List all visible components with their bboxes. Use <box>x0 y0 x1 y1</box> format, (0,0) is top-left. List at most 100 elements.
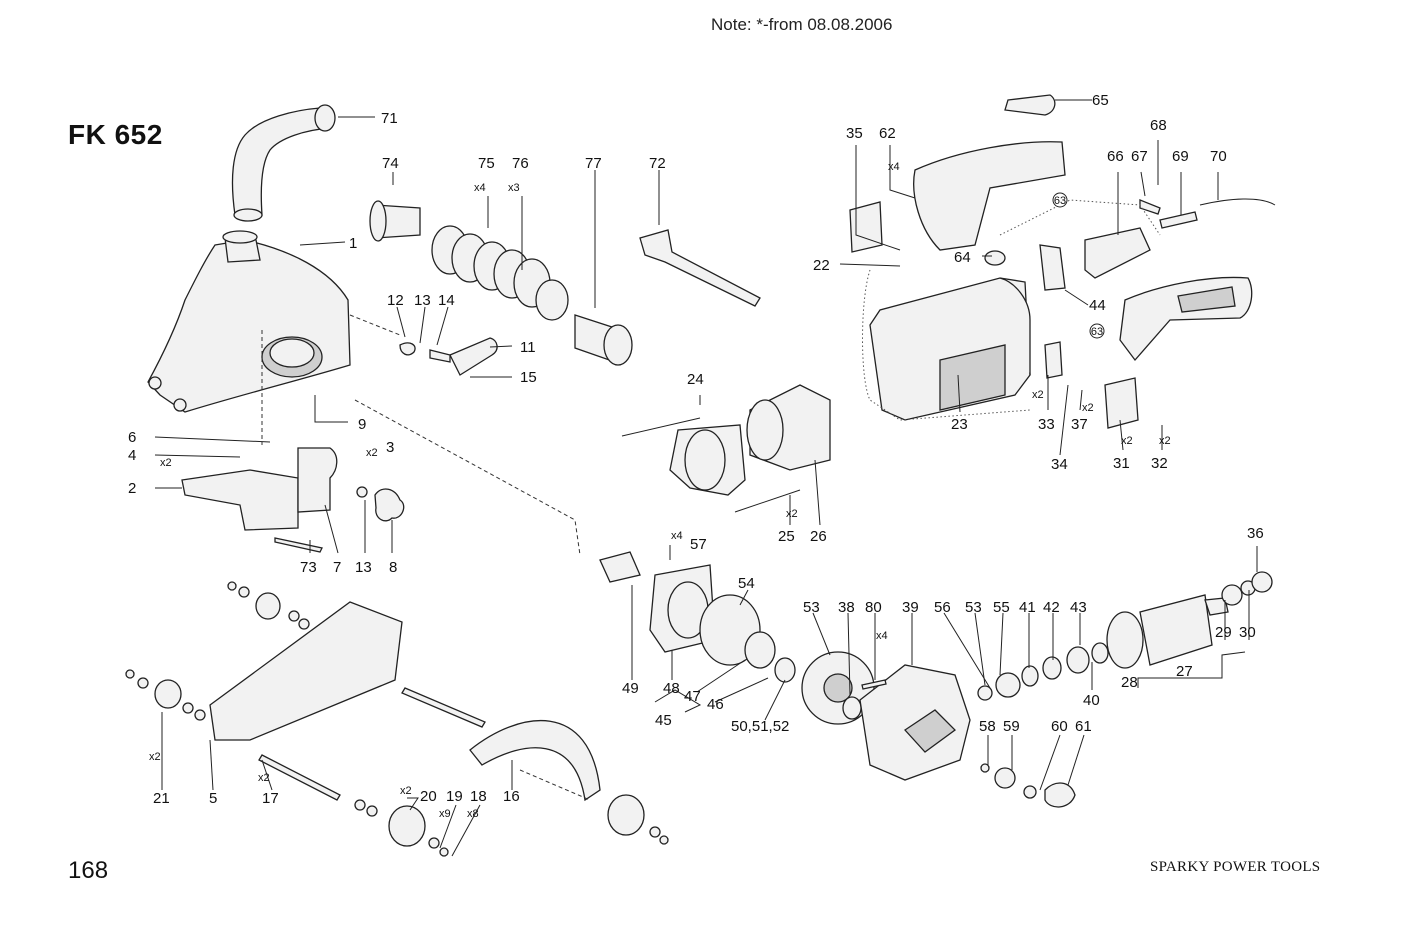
label-3: 3 <box>386 439 394 456</box>
label-77: 77 <box>585 155 602 172</box>
qty-4: x2 <box>160 457 172 469</box>
part-labels: 71 1 74 75 76 77 72 12 13 14 11 15 9 6 4… <box>128 92 1264 807</box>
hose-part <box>231 104 336 222</box>
qty-80: x4 <box>876 630 888 642</box>
qty-25: x2 <box>786 508 798 520</box>
qty-31: x2 <box>1121 435 1133 447</box>
label-37: 37 <box>1071 416 1088 433</box>
label-59: 59 <box>1003 718 1020 735</box>
stator-part <box>621 384 831 513</box>
label-41: 41 <box>1019 599 1036 616</box>
qty-20: x2 <box>400 785 412 797</box>
label-57: 57 <box>690 536 707 553</box>
svg-text:63: 63 <box>1054 195 1066 207</box>
label-9: 9 <box>358 416 366 433</box>
qty-3: x2 <box>366 447 378 459</box>
bearing-stack-part <box>369 200 633 366</box>
label-2: 2 <box>128 480 136 497</box>
label-28: 28 <box>1121 674 1138 691</box>
label-65: 65 <box>1092 92 1109 109</box>
label-12: 12 <box>387 292 404 309</box>
label-38: 38 <box>838 599 855 616</box>
gearbox-part <box>599 551 971 781</box>
label-20: 20 <box>420 788 437 805</box>
label-32: 32 <box>1151 455 1168 472</box>
label-40: 40 <box>1083 692 1100 709</box>
label-53-left: 53 <box>803 599 820 616</box>
label-74: 74 <box>382 155 399 172</box>
label-44: 44 <box>1089 297 1106 314</box>
label-27: 27 <box>1176 663 1193 680</box>
label-75: 75 <box>478 155 495 172</box>
model-title: FK 652 <box>68 119 163 150</box>
qty-75: x4 <box>474 182 486 194</box>
label-8: 8 <box>389 559 397 576</box>
label-68: 68 <box>1150 117 1167 134</box>
label-15: 15 <box>520 369 537 386</box>
label-26: 26 <box>810 528 827 545</box>
label-62: 62 <box>879 125 896 142</box>
quantity-labels: x4 x3 x4 x2 x2 x2 x2 x2 x9 x8 x2 x4 x4 x… <box>149 161 1171 820</box>
bracket-part <box>181 447 405 553</box>
label-69: 69 <box>1172 148 1189 165</box>
qty-17: x2 <box>258 772 270 784</box>
qty-32: x2 <box>1159 435 1171 447</box>
label-53-right: 53 <box>965 599 982 616</box>
label-34: 34 <box>1051 456 1068 473</box>
qty-19: x9 <box>439 808 451 820</box>
label-23: 23 <box>951 416 968 433</box>
qty-76: x3 <box>508 182 520 194</box>
label-13-bottom: 13 <box>355 559 372 576</box>
label-22: 22 <box>813 257 830 274</box>
label-42: 42 <box>1043 599 1060 616</box>
label-39: 39 <box>902 599 919 616</box>
label-25: 25 <box>778 528 795 545</box>
label-80: 80 <box>865 599 882 616</box>
label-67: 67 <box>1131 148 1148 165</box>
label-61: 61 <box>1075 718 1092 735</box>
label-7: 7 <box>333 559 341 576</box>
qty-62: x4 <box>888 161 900 173</box>
label-35: 35 <box>846 125 863 142</box>
label-29: 29 <box>1215 624 1232 641</box>
brand-name: SPARKY POWER TOOLS <box>1150 859 1321 875</box>
label-24: 24 <box>687 371 704 388</box>
label-14: 14 <box>438 292 455 309</box>
label-56: 56 <box>934 599 951 616</box>
dashed-guide-lines <box>261 199 1161 801</box>
label-36: 36 <box>1247 525 1264 542</box>
arm-plate-part <box>125 581 669 857</box>
reference-marker-63a: 63 <box>1052 192 1068 208</box>
label-5: 5 <box>209 790 217 807</box>
label-33: 33 <box>1038 416 1055 433</box>
label-76: 76 <box>512 155 529 172</box>
label-18: 18 <box>470 788 487 805</box>
note-text: Note: *-from 08.08.2006 <box>711 15 893 34</box>
label-48: 48 <box>663 680 680 697</box>
qty-57: x4 <box>671 530 683 542</box>
label-73: 73 <box>300 559 317 576</box>
label-64: 64 <box>954 249 971 266</box>
label-45: 45 <box>655 712 672 729</box>
leader-lines <box>154 99 1258 857</box>
motor-housing-part <box>869 277 1031 421</box>
label-50-51-52: 50,51,52 <box>731 718 789 735</box>
label-21: 21 <box>153 790 170 807</box>
label-55: 55 <box>993 599 1010 616</box>
label-58: 58 <box>979 718 996 735</box>
label-1: 1 <box>349 235 357 252</box>
label-31: 31 <box>1113 455 1130 472</box>
label-72: 72 <box>649 155 666 172</box>
label-54: 54 <box>738 575 755 592</box>
label-70: 70 <box>1210 148 1227 165</box>
qty-37: x2 <box>1082 402 1094 414</box>
label-30: 30 <box>1239 624 1256 641</box>
label-6: 6 <box>128 429 136 446</box>
label-16: 16 <box>503 788 520 805</box>
qty-33: x2 <box>1032 389 1044 401</box>
label-17: 17 <box>262 790 279 807</box>
label-60: 60 <box>1051 718 1068 735</box>
label-71: 71 <box>381 110 398 127</box>
label-43: 43 <box>1070 599 1087 616</box>
